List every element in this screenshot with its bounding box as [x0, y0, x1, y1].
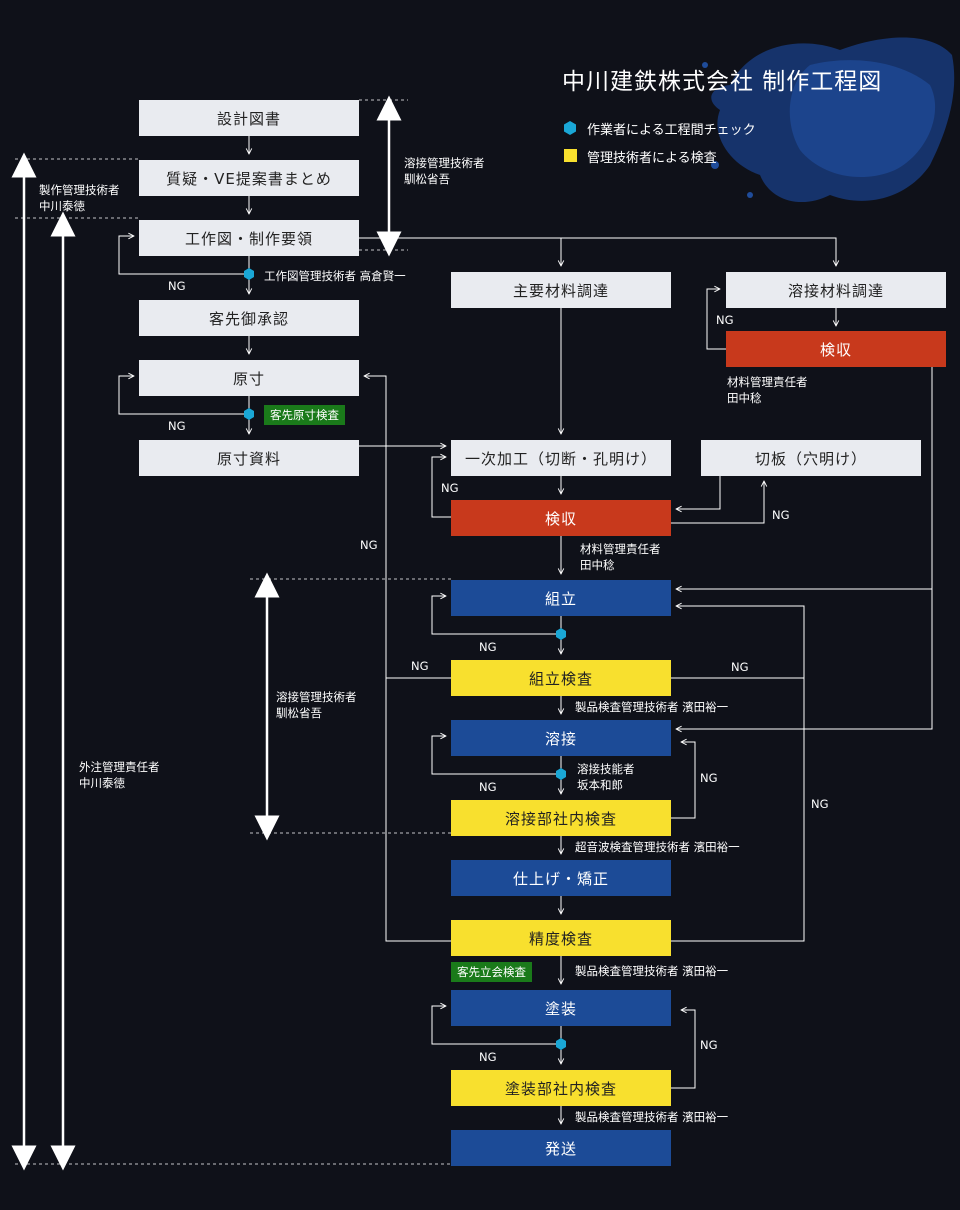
box-tosou-kensa: 塗装部社内検査: [451, 1070, 671, 1106]
box-sekkei: 設計図書: [139, 100, 359, 136]
person-label: 製品検査管理技術者 濱田裕一: [575, 964, 729, 978]
box-shuyou-zairyou: 主要材料調達: [451, 272, 671, 308]
person-label: 溶接技能者坂本和郎: [577, 762, 635, 792]
box-kumitate-kensa: 組立検査: [451, 660, 671, 696]
ng-label: NG: [731, 660, 749, 674]
ng-label: NG: [479, 1050, 497, 1064]
person-label: 工作図管理技術者 高倉賢一: [264, 269, 406, 283]
person-label: 溶接管理技術者馴松省吾: [276, 690, 357, 720]
ng-label: NG: [411, 659, 429, 673]
tag-kyakusaki-tachiai: 客先立会検査: [451, 962, 532, 982]
ng-label: NG: [168, 279, 186, 293]
ng-label: NG: [700, 1038, 718, 1052]
box-hassou: 発送: [451, 1130, 671, 1166]
box-gensun-shiryou: 原寸資料: [139, 440, 359, 476]
person-label: 溶接管理技術者馴松省吾: [404, 156, 485, 186]
ng-label: NG: [772, 508, 790, 522]
box-kumitate: 組立: [451, 580, 671, 616]
person-label: 外注管理責任者中川泰徳: [79, 760, 160, 790]
ng-label: NG: [441, 481, 459, 495]
ng-label: NG: [716, 313, 734, 327]
box-kousakuzu: 工作図・制作要領: [139, 220, 359, 256]
box-kenshuu-1: 検収: [726, 331, 946, 367]
box-shitsugi: 質疑・VE提案書まとめ: [139, 160, 359, 196]
ink-splash-decoration: [702, 37, 955, 203]
check-hex-icon: [556, 768, 566, 780]
box-kenshuu-2: 検収: [451, 500, 671, 536]
box-yousetsu-kensa: 溶接部社内検査: [451, 800, 671, 836]
box-seido-kensa: 精度検査: [451, 920, 671, 956]
check-hex-icon: [244, 408, 254, 420]
legend-hex-label: 作業者による工程間チェック: [587, 123, 756, 138]
ng-label: NG: [700, 771, 718, 785]
person-label: 材料管理責任者田中稔: [580, 542, 661, 572]
box-shiage: 仕上げ・矯正: [451, 860, 671, 896]
page-title: 中川建鉄株式会社 制作工程図: [562, 69, 883, 95]
check-hex-icon: [244, 268, 254, 280]
legend-square-icon: [564, 149, 577, 162]
box-tosou: 塗装: [451, 990, 671, 1026]
check-hex-icon: [556, 628, 566, 640]
person-label: 材料管理責任者田中稔: [727, 375, 808, 405]
legend-hex-icon: [564, 121, 576, 135]
person-label: 製作管理技術者中川泰徳: [39, 183, 120, 213]
ng-label: NG: [168, 419, 186, 433]
person-label: 超音波検査管理技術者 濱田裕一: [575, 840, 740, 854]
ng-label: NG: [811, 797, 829, 811]
box-kyakusaki-shounin: 客先御承認: [139, 300, 359, 336]
box-gensun: 原寸: [139, 360, 359, 396]
ng-label: NG: [479, 780, 497, 794]
box-yousetsu-zairyou: 溶接材料調達: [726, 272, 946, 308]
check-hex-icon: [556, 1038, 566, 1050]
person-label: 製品検査管理技術者 濱田裕一: [575, 700, 729, 714]
ng-label: NG: [360, 538, 378, 552]
person-label: 製品検査管理技術者 濱田裕一: [575, 1110, 729, 1124]
box-yousetsu: 溶接: [451, 720, 671, 756]
ng-label: NG: [479, 640, 497, 654]
box-kiriita: 切板（穴明け）: [701, 440, 921, 476]
box-ichiji-kakou: 一次加工（切断・孔明け）: [451, 440, 671, 476]
legend-square-label: 管理技術者による検査: [587, 151, 717, 166]
tag-kyakusaki-gensun: 客先原寸検査: [264, 405, 345, 425]
